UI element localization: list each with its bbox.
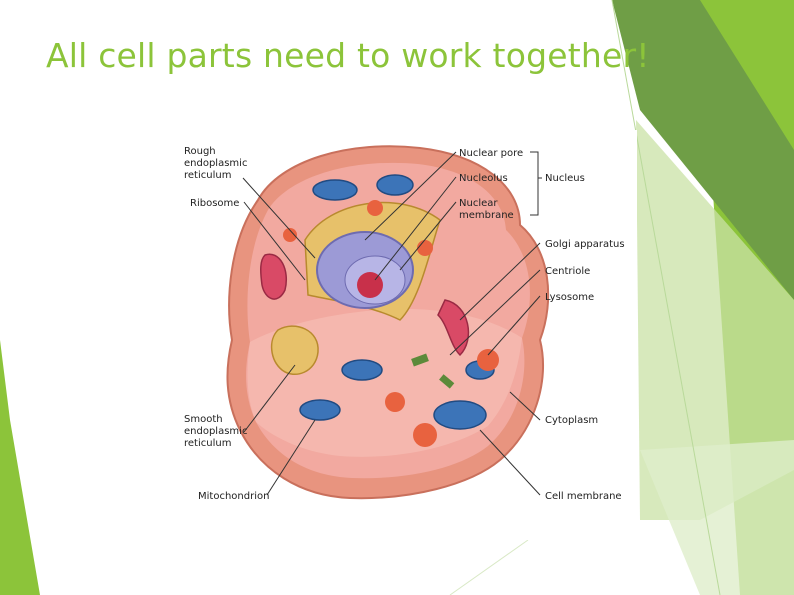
mitochondrion-shape-3 <box>341 359 383 381</box>
centriole-shape <box>411 353 429 367</box>
right-accent-pale <box>636 120 794 520</box>
leader-smooth-er <box>243 364 296 433</box>
nucleolus-shape <box>357 272 383 298</box>
accent-line <box>611 0 721 595</box>
label-ribosome: Ribosome <box>190 198 239 209</box>
label-centriole: Centriole <box>545 266 590 277</box>
mitochondrion-shape-4 <box>299 399 341 421</box>
leader-cell-membrane <box>479 429 541 496</box>
label-lysosome: Lysosome <box>545 292 594 303</box>
leader-nuclear-membrane <box>399 201 457 271</box>
golgi-shape <box>437 299 470 357</box>
label-smooth-er: Smooth endoplasmic reticulum <box>184 414 251 449</box>
accent-line-2 <box>449 539 529 595</box>
smooth-er-shape <box>270 325 319 375</box>
lysosome-shape-6 <box>413 423 437 447</box>
label-nuclear-membrane: Nuclear membrane <box>459 198 514 221</box>
leader-lysosome <box>487 295 541 356</box>
leader-centriole <box>449 269 541 356</box>
leader-nucleolus <box>374 176 457 281</box>
lysosome-shape-3 <box>417 240 433 256</box>
label-rough-er: Rough endoplasmic reticulum <box>184 146 251 181</box>
right-accent-dark <box>612 0 794 300</box>
label-golgi: Golgi apparatus <box>545 239 625 250</box>
golgi-shape-2 <box>260 253 287 300</box>
mitochondrion-shape-2 <box>376 174 414 196</box>
nucleus-bracket <box>530 151 542 216</box>
mitochondrion-shape-1 <box>312 179 358 201</box>
mitochondrion-shape-5 <box>433 400 487 430</box>
lysosome-shape-4 <box>477 349 499 371</box>
lysosome-shape-5 <box>385 392 405 412</box>
animal-cell-diagram: Rough endoplasmic reticulum Ribosome Smo… <box>170 130 637 540</box>
label-nucleus: Nucleus <box>545 173 585 184</box>
right-accent-pale-2 <box>640 440 794 595</box>
centriole-shape-2 <box>439 374 455 389</box>
leader-nuclear-pore <box>364 151 457 241</box>
label-nuclear-pore: Nuclear pore <box>459 148 523 159</box>
label-cytoplasm: Cytoplasm <box>545 415 598 426</box>
cell-illustration: Rough endoplasmic reticulum Ribosome Smo… <box>184 145 625 502</box>
slide-title: All cell parts need to work together! <box>46 36 650 75</box>
leader-golgi <box>459 242 541 321</box>
leader-lines <box>242 151 542 496</box>
left-accent <box>0 340 40 595</box>
lysosome-shape-1 <box>367 200 383 216</box>
label-mitochondrion: Mitochondrion <box>198 491 269 502</box>
leader-cytoplasm <box>509 391 541 421</box>
leader-ribosome <box>243 201 306 281</box>
label-nucleolus: Nucleolus <box>459 173 508 184</box>
leader-mitochondrion <box>266 419 316 496</box>
leader-rough-er <box>242 177 316 259</box>
lysosome-shape-2 <box>283 228 297 242</box>
label-cell-membrane: Cell membrane <box>545 491 622 502</box>
